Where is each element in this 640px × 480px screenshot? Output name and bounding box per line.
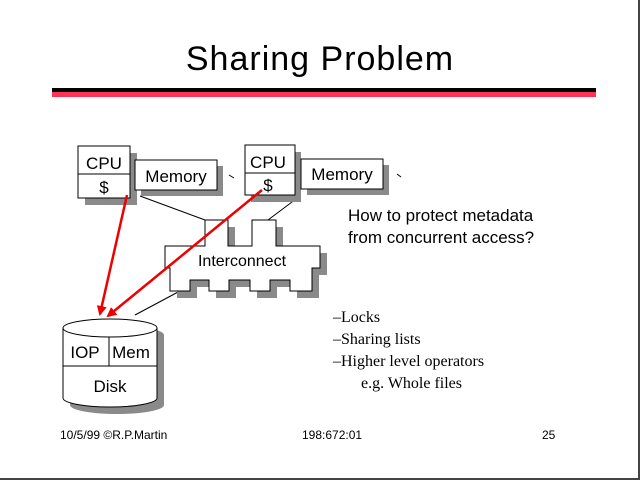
tick-mark-1 — [228, 174, 235, 179]
cpu1-label: CPU — [86, 154, 122, 173]
bullet-locks: –Locks — [333, 309, 381, 326]
tick-mark-2 — [396, 173, 402, 178]
interconnect-disk-line — [134, 290, 181, 316]
slide-title: Sharing Problem — [185, 40, 455, 78]
cache1-label: $ — [99, 178, 109, 197]
question-line-2: from concurrent access? — [348, 228, 535, 247]
title-rule-black — [52, 88, 596, 92]
interconnect-label: Interconnect — [198, 253, 287, 270]
question-text: How to protect metadata from concurrent … — [348, 205, 534, 249]
bullet-list: –Locks –Sharing lists –Higher level oper… — [333, 307, 484, 395]
footer-date-author: 10/5/99 ©R.P.Martin — [60, 428, 168, 442]
interconnect-shape: Interconnect — [164, 219, 327, 298]
arrow-cpu2-to-disk — [106, 189, 263, 318]
memory2-label: Memory — [311, 165, 373, 184]
cpu-box-2: CPU $ — [244, 144, 301, 202]
footer-page-number: 25 — [542, 428, 556, 442]
memory1-label: Memory — [145, 167, 207, 186]
disk-cylinder: IOP Mem Disk — [62, 318, 164, 414]
iop-label: IOP — [70, 343, 99, 362]
slide-edge-right — [638, 0, 640, 480]
access-arrows — [96, 189, 263, 318]
disk-label: Disk — [93, 377, 127, 396]
cpu2-label: CPU — [250, 153, 286, 172]
bullet-higher-level-operators: –Higher level operators — [333, 353, 485, 370]
disk-mem-label: Mem — [112, 343, 150, 362]
footer-course-code: 198:672:01 — [302, 428, 363, 442]
cpu-box-1: CPU $ — [77, 145, 137, 205]
slide-edge-bottom — [0, 478, 640, 480]
bullet-sharing-lists: –Sharing lists — [333, 331, 421, 348]
question-line-1: How to protect metadata — [348, 206, 534, 225]
bullet-sub-whole-files: e.g. Whole files — [361, 375, 463, 392]
arrow-cpu1-to-disk — [96, 194, 129, 316]
cache2-label: $ — [263, 176, 273, 195]
memory1-interconnect-line — [139, 195, 206, 221]
memory-box-1: Memory — [134, 159, 223, 196]
title-rule-red — [52, 92, 596, 97]
memory-box-2: Memory — [300, 158, 389, 195]
